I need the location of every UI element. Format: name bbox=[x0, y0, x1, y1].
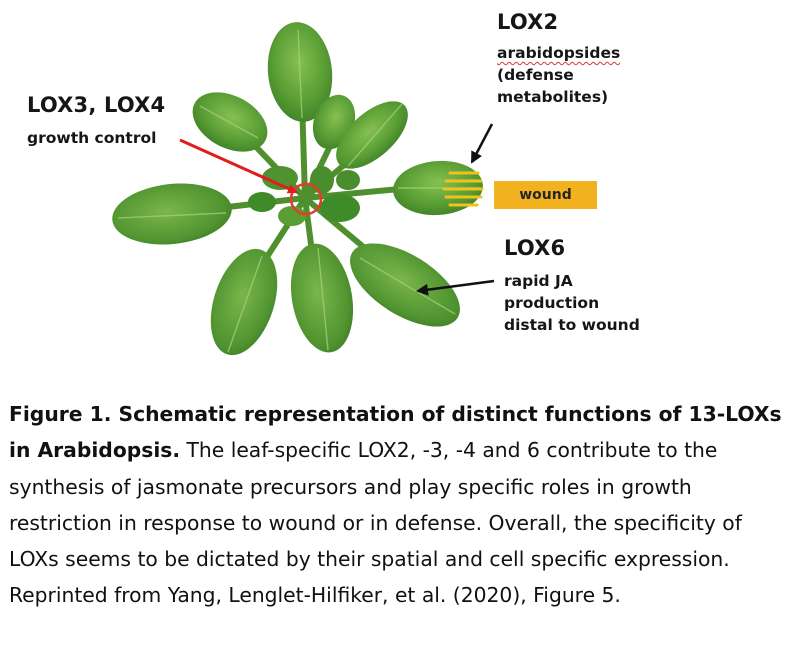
figure-schematic: LOX3, LOX4 growth control LOX2 arabidops… bbox=[27, 10, 640, 356]
figure-caption: Figure 1. Schematic representation of di… bbox=[9, 396, 794, 614]
arabidopsis-rosette-illustration bbox=[112, 22, 495, 356]
lox2-title: LOX2 bbox=[497, 10, 559, 34]
leaf-center-a bbox=[262, 166, 298, 190]
lox6-description-line3: distal to wound bbox=[504, 316, 640, 334]
leaf-left bbox=[112, 183, 232, 245]
meristem-highlight-circle bbox=[289, 182, 323, 216]
wound-label: wound bbox=[519, 187, 572, 203]
wound-marks bbox=[442, 171, 484, 207]
lox6-title: LOX6 bbox=[504, 236, 566, 260]
caption-body: The leaf-specific LOX2, -3, -4 and 6 con… bbox=[9, 438, 742, 608]
leaf-center-e bbox=[248, 192, 276, 212]
wound-label-box: wound bbox=[494, 181, 597, 209]
lox2-description-line3: metabolites) bbox=[497, 88, 609, 106]
lox6-arrow bbox=[416, 279, 495, 296]
lox34-red-arrow bbox=[179, 138, 298, 194]
lox6-description-line1: rapid JA bbox=[504, 272, 573, 290]
leaf-center-d bbox=[310, 166, 334, 194]
lox2-description: arabidopsides (defense metabolites) bbox=[497, 42, 620, 108]
caption-title: Figure 1. Schematic representation of di… bbox=[9, 402, 782, 463]
lox34-description: growth control bbox=[27, 129, 157, 147]
leaf-center-b bbox=[320, 194, 360, 222]
leaf-center-c bbox=[278, 206, 306, 226]
leaf-midribs bbox=[117, 29, 480, 353]
lox2-description-line2: (defense bbox=[497, 66, 574, 84]
leaf-center-f bbox=[336, 170, 360, 190]
lox6-description: rapid JA production distal to wound bbox=[504, 270, 640, 336]
lox2-description-line1: arabidopsides bbox=[497, 44, 621, 62]
leaf-bottom bbox=[290, 243, 354, 353]
lox34-title: LOX3, LOX4 bbox=[27, 93, 166, 117]
lox6-description-line2: production bbox=[504, 294, 600, 312]
lox2-arrow bbox=[470, 123, 494, 164]
leaf-lower-left bbox=[210, 248, 278, 356]
